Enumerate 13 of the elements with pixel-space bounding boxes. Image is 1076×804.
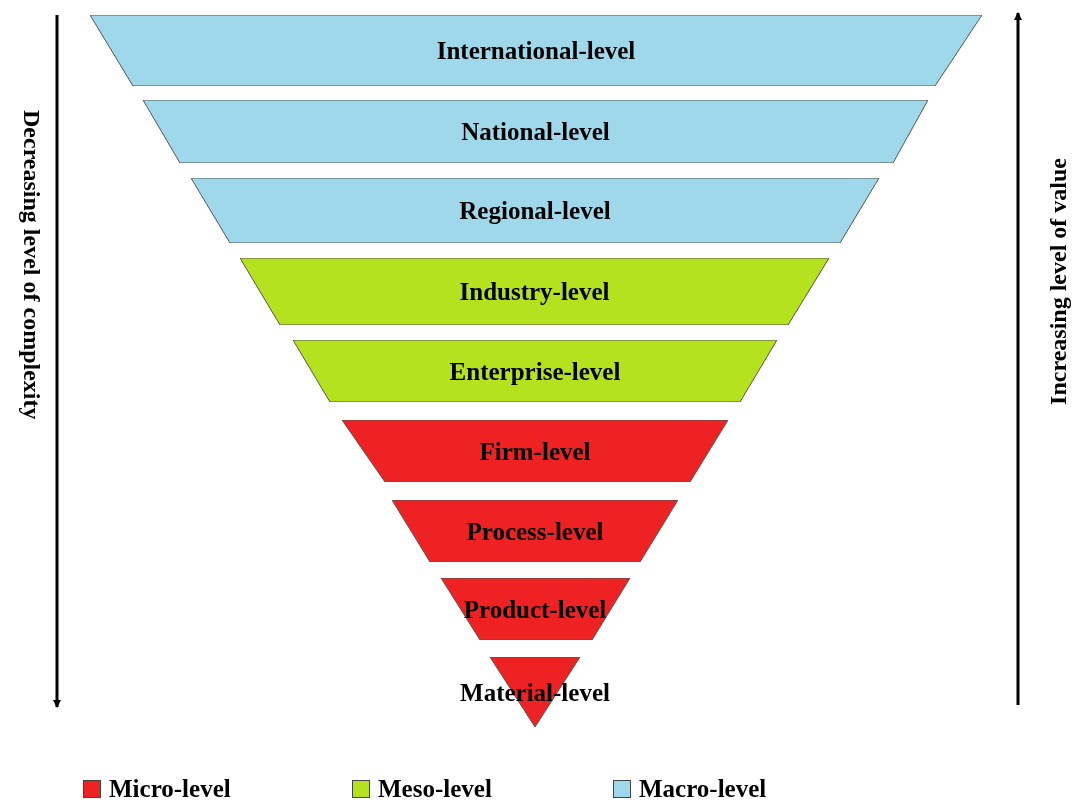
- level-label: Firm-level: [479, 438, 591, 464]
- legend-label: Micro-level: [109, 776, 231, 801]
- level-label: International-level: [436, 38, 636, 63]
- level-label: Regional-level: [459, 198, 611, 223]
- legend-label: Macro-level: [639, 776, 767, 801]
- level-label: Process-level: [466, 518, 604, 544]
- legend-label: Meso-level: [378, 776, 492, 801]
- axis-label: Increasing level of value: [1044, 158, 1072, 405]
- level-label: Enterprise-level: [449, 358, 621, 384]
- axis-label: Decreasing level of complexity: [18, 110, 46, 420]
- level-label: National-level: [461, 119, 610, 144]
- level-label: Industry-level: [459, 279, 610, 304]
- level-label: Product-level: [463, 596, 607, 622]
